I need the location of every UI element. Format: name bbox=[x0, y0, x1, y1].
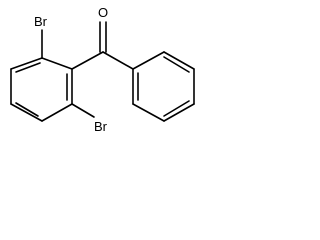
ring-bond bbox=[163, 103, 195, 122]
ring-to-carbonyl-bond bbox=[71, 51, 104, 70]
bromine-bottom-bond bbox=[71, 103, 95, 118]
oxygen-label: O bbox=[98, 5, 108, 20]
phenyl-ring bbox=[132, 51, 195, 122]
chemical-structure-diagram: Br Br O bbox=[10, 5, 195, 134]
ring-bond bbox=[132, 51, 165, 70]
ring-double-bond bbox=[163, 100, 190, 117]
bromine-bottom-label: Br bbox=[94, 119, 108, 134]
ring-bond bbox=[10, 57, 43, 70]
carbonyl-group bbox=[71, 21, 134, 70]
ring-double-bond bbox=[15, 102, 39, 117]
ring-bond bbox=[41, 57, 73, 70]
dibromophenyl-ring bbox=[10, 57, 73, 122]
ring-bond bbox=[163, 51, 195, 70]
ring-bond bbox=[132, 103, 165, 122]
ring-double-bond bbox=[163, 56, 190, 73]
ring-bond bbox=[41, 103, 73, 122]
ring-double-bond bbox=[15, 62, 41, 73]
bromine-top-label: Br bbox=[34, 14, 48, 29]
carbonyl-to-phenyl-bond bbox=[102, 51, 134, 70]
ring-bond bbox=[10, 103, 43, 122]
